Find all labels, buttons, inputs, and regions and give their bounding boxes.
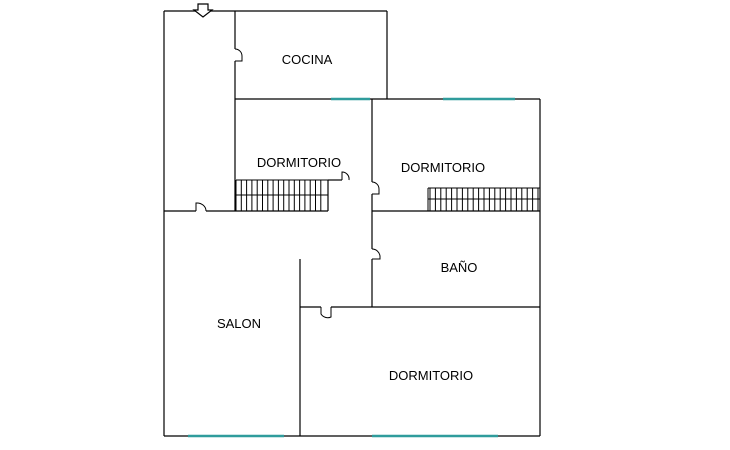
door-swing-icon [320, 307, 332, 319]
door-swing-icon [195, 202, 207, 212]
room-label-kitchen: COCINA [282, 52, 333, 67]
walls [163, 10, 541, 437]
doors [195, 48, 381, 319]
room-label-bedroom-upper-left: DORMITORIO [257, 155, 341, 170]
door-swing-icon [341, 171, 350, 181]
windows [188, 97, 515, 438]
room-label-bedroom-lower: DORMITORIO [389, 368, 473, 383]
door-swing-icon [371, 181, 380, 195]
room-label-bedroom-upper-right: DORMITORIO [401, 160, 485, 175]
room-label-bathroom: BAÑO [441, 260, 478, 275]
entrance-arrow-icon [192, 3, 214, 18]
room-label-living-room: SALON [217, 316, 261, 331]
door-swing-icon [234, 48, 243, 62]
stair-icon [427, 187, 540, 211]
door-swing-icon [371, 248, 381, 260]
stair-icon [235, 179, 328, 211]
